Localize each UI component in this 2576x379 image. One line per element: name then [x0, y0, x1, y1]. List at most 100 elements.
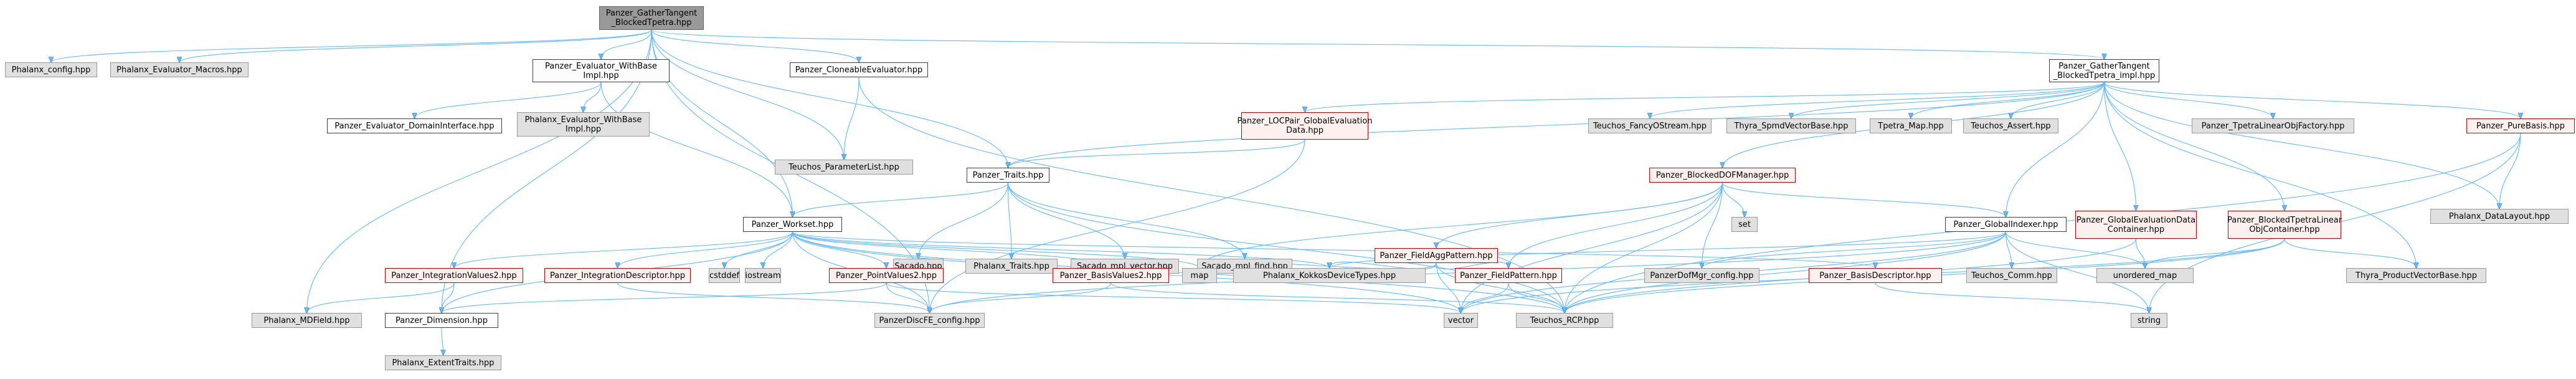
node-pz-impl[interactable]: Panzer_GatherTangent _BlockedTpetra_impl…	[2049, 59, 2159, 82]
edge-pz_bdofm-to-pz_fieldpat	[1508, 182, 1723, 268]
node-pz-domain[interactable]: Panzer_Evaluator_DomainInterface.hpp	[327, 118, 502, 133]
node-phx-evalbase: Phalanx_Evaluator_WithBase Impl.hpp	[517, 112, 650, 137]
edge-pz_evalbase-to-phx_evalbase	[584, 82, 602, 112]
edge-pz_impl-to-pz_tlof	[2103, 82, 2273, 118]
edge-root-to-pz_evalbase	[601, 29, 652, 59]
node-pz-purebasis[interactable]: Panzer_PureBasis.hpp	[2466, 118, 2575, 133]
node-t-rcp: Teuchos_RCP.hpp	[1516, 313, 1613, 328]
edge-pz_fieldagg-to-pz_fieldpat	[1436, 261, 1508, 270]
edge-pz_clone-to-t_plist	[844, 77, 859, 160]
edge-pz_bdofm-to-set	[1721, 182, 1745, 217]
edge-pz_btloc-to-unordered_map	[2145, 238, 2285, 268]
edge-root-to-pz_impl	[651, 29, 2105, 59]
edge-root-to-phx_mdfield	[307, 29, 652, 313]
edge-root-to-pz_dim	[442, 29, 652, 313]
edge-root-to-phx_config	[51, 29, 652, 62]
node-pz-pointval[interactable]: Panzer_PointValues2.hpp	[829, 268, 944, 283]
node-map: map	[1182, 268, 1217, 283]
node-pz-intdesc[interactable]: Panzer_IntegrationDescriptor.hpp	[544, 268, 691, 283]
node-unordered-map: unordered_map	[2096, 268, 2194, 283]
edge-pz_traits-to-phx_traits	[1007, 182, 1012, 259]
node-t-comm: Teuchos_Comm.hpp	[1966, 268, 2057, 283]
edge-pz_impl-to-t_fancy	[1650, 82, 2105, 118]
edge-pz_bdofm-to-t_rcp	[1565, 182, 1723, 313]
edge-pz_locpair-to-pz_traits	[1008, 139, 1305, 168]
node-pz-intval[interactable]: Panzer_IntegrationValues2.hpp	[385, 268, 523, 283]
edge-pz_dim-to-phx_extent	[442, 327, 443, 355]
edge-root-to-pz_traits	[651, 29, 1008, 168]
edge-pz_workset-to-iostream	[763, 231, 793, 268]
edge-pz_gindexer-to-phx_kokkos	[1330, 231, 2007, 268]
edge-pz_impl-to-phx_layout	[2103, 82, 2500, 209]
node-t-assert: Teuchos_Assert.hpp	[1963, 118, 2058, 133]
node-pz-bdofm[interactable]: Panzer_BlockedDOFManager.hpp	[1649, 168, 1796, 183]
edge-pz_basisval-to-t_rcp	[1110, 282, 1565, 313]
edge-pz_pointval-to-vector	[886, 282, 1461, 313]
node-phx-traits: Phalanx_Traits.hpp	[965, 259, 1058, 274]
edge-pz_evalbase-to-pz_workset	[600, 82, 793, 217]
edge-pz_impl-to-thyra_prod	[2103, 82, 2417, 268]
edge-pz_impl-to-pz_gedc	[2103, 82, 2136, 211]
edge-pz_bdofm-to-vector	[1461, 182, 1723, 313]
node-pz-fieldagg[interactable]: Panzer_FieldAggPattern.hpp	[1375, 248, 1498, 263]
edge-pz_traits-to-sacado_find	[1007, 182, 1245, 259]
node-set: set	[1731, 217, 1758, 232]
edge-pz_gindexer-to-string	[2005, 231, 2149, 313]
node-pz-clone[interactable]: Panzer_CloneableEvaluator.hpp	[790, 62, 928, 77]
node-pz-locpair[interactable]: Panzer_LOCPair_GlobalEvaluation Data.hpp	[1238, 112, 1372, 140]
edge-pz_gindexer-to-t_rcp	[1565, 231, 2007, 313]
edge-pz_intdesc-to-pz_discfe	[617, 282, 930, 313]
edge-pz_fieldpat-to-vector	[1461, 282, 1509, 313]
node-cstddef: cstddef	[709, 268, 740, 283]
node-string: string	[2131, 313, 2167, 328]
edge-pz_bdofm-to-pz_gindexer	[1721, 182, 2006, 217]
edge-pz_impl-to-pz_gindexer	[2006, 82, 2105, 217]
node-iostream: iostream	[745, 268, 781, 283]
edge-pz_workset-to-pz_pointval	[792, 231, 887, 268]
node-pz-btloc[interactable]: Panzer_BlockedTpetraLinear ObjContainer.…	[2227, 211, 2342, 239]
node-pz-tlof: Panzer_TpetraLinearObjFactory.hpp	[2192, 118, 2354, 133]
edge-pz_traits-to-sacado	[919, 182, 1009, 259]
edge-pz_btloc-to-thyra_prod	[2284, 238, 2417, 268]
edge-root-to-t_plist	[651, 29, 844, 160]
node-pz-discfe: PanzerDiscFE_config.hpp	[874, 313, 985, 328]
edge-pz_traits-to-sacado_vec	[1007, 182, 1125, 259]
node-pz-fieldpat[interactable]: Panzer_FieldPattern.hpp	[1455, 268, 1562, 283]
node-pz-basisdesc[interactable]: Panzer_BasisDescriptor.hpp	[1809, 268, 1942, 283]
node-phx-extent: Phalanx_ExtentTraits.hpp	[385, 355, 501, 370]
edge-pz_impl-to-pz_purebasis	[2103, 82, 2521, 118]
node-pz-evalbase[interactable]: Panzer_Evaluator_WithBase Impl.hpp	[533, 59, 670, 82]
edge-pz_workset-to-pz_intdesc	[618, 231, 793, 268]
node-root[interactable]: Panzer_GatherTangent _BlockedTpetra.hpp	[599, 6, 704, 30]
node-thyra-spmd: Thyra_SpmdVectorBase.hpp	[1726, 118, 1856, 133]
edge-pz_fieldagg-to-phx_kokkos	[1330, 261, 1437, 270]
node-phx-layout: Phalanx_DataLayout.hpp	[2430, 209, 2569, 224]
edge-pz_bdofm-to-pz_dofcfg	[1702, 182, 1723, 268]
edge-pz_impl-to-pz_btloc	[2103, 82, 2285, 211]
node-pz-basisval[interactable]: Panzer_BasisValues2.hpp	[1053, 268, 1169, 283]
edge-pz_fieldagg-to-vector	[1436, 262, 1461, 313]
node-phx-config: Phalanx_config.hpp	[5, 62, 97, 77]
node-t-plist: Teuchos_ParameterList.hpp	[775, 160, 913, 175]
edge-pz_gindexer-to-pz_dofcfg	[1702, 231, 2007, 268]
node-pz-dim[interactable]: Panzer_Dimension.hpp	[385, 313, 498, 328]
edge-pz_impl-to-pz_traits	[1008, 82, 2105, 168]
edge-pz_evalbase-to-pz_domain	[415, 82, 602, 118]
node-phx-mdfield: Phalanx_MDField.hpp	[252, 313, 362, 328]
edge-root-to-pz_workset	[651, 29, 793, 217]
edge-pz_impl-to-pz_locpair	[1305, 82, 2105, 112]
node-pz-gindexer[interactable]: Panzer_GlobalIndexer.hpp	[1945, 217, 2067, 232]
node-phx-macros: Phalanx_Evaluator_Macros.hpp	[110, 62, 249, 77]
edge-pz_workset-to-pz_intval	[454, 231, 793, 268]
edge-pz_pointval-to-pz_dim	[442, 282, 887, 313]
node-pz-traits[interactable]: Panzer_Traits.hpp	[967, 168, 1049, 183]
edge-pz_traits-to-t_rcp	[1007, 182, 1565, 313]
node-tpetra-map: Tpetra_Map.hpp	[1870, 118, 1952, 133]
edge-pz_basisdesc-to-string	[1875, 282, 2149, 313]
node-pz-gedc[interactable]: Panzer_GlobalEvaluationData Container.hp…	[2075, 211, 2197, 239]
edge-pz_gindexer-to-t_comm	[2005, 231, 2012, 268]
node-pz-workset[interactable]: Panzer_Workset.hpp	[743, 217, 842, 232]
edge-pz_fieldpat-to-t_rcp	[1508, 282, 1565, 313]
